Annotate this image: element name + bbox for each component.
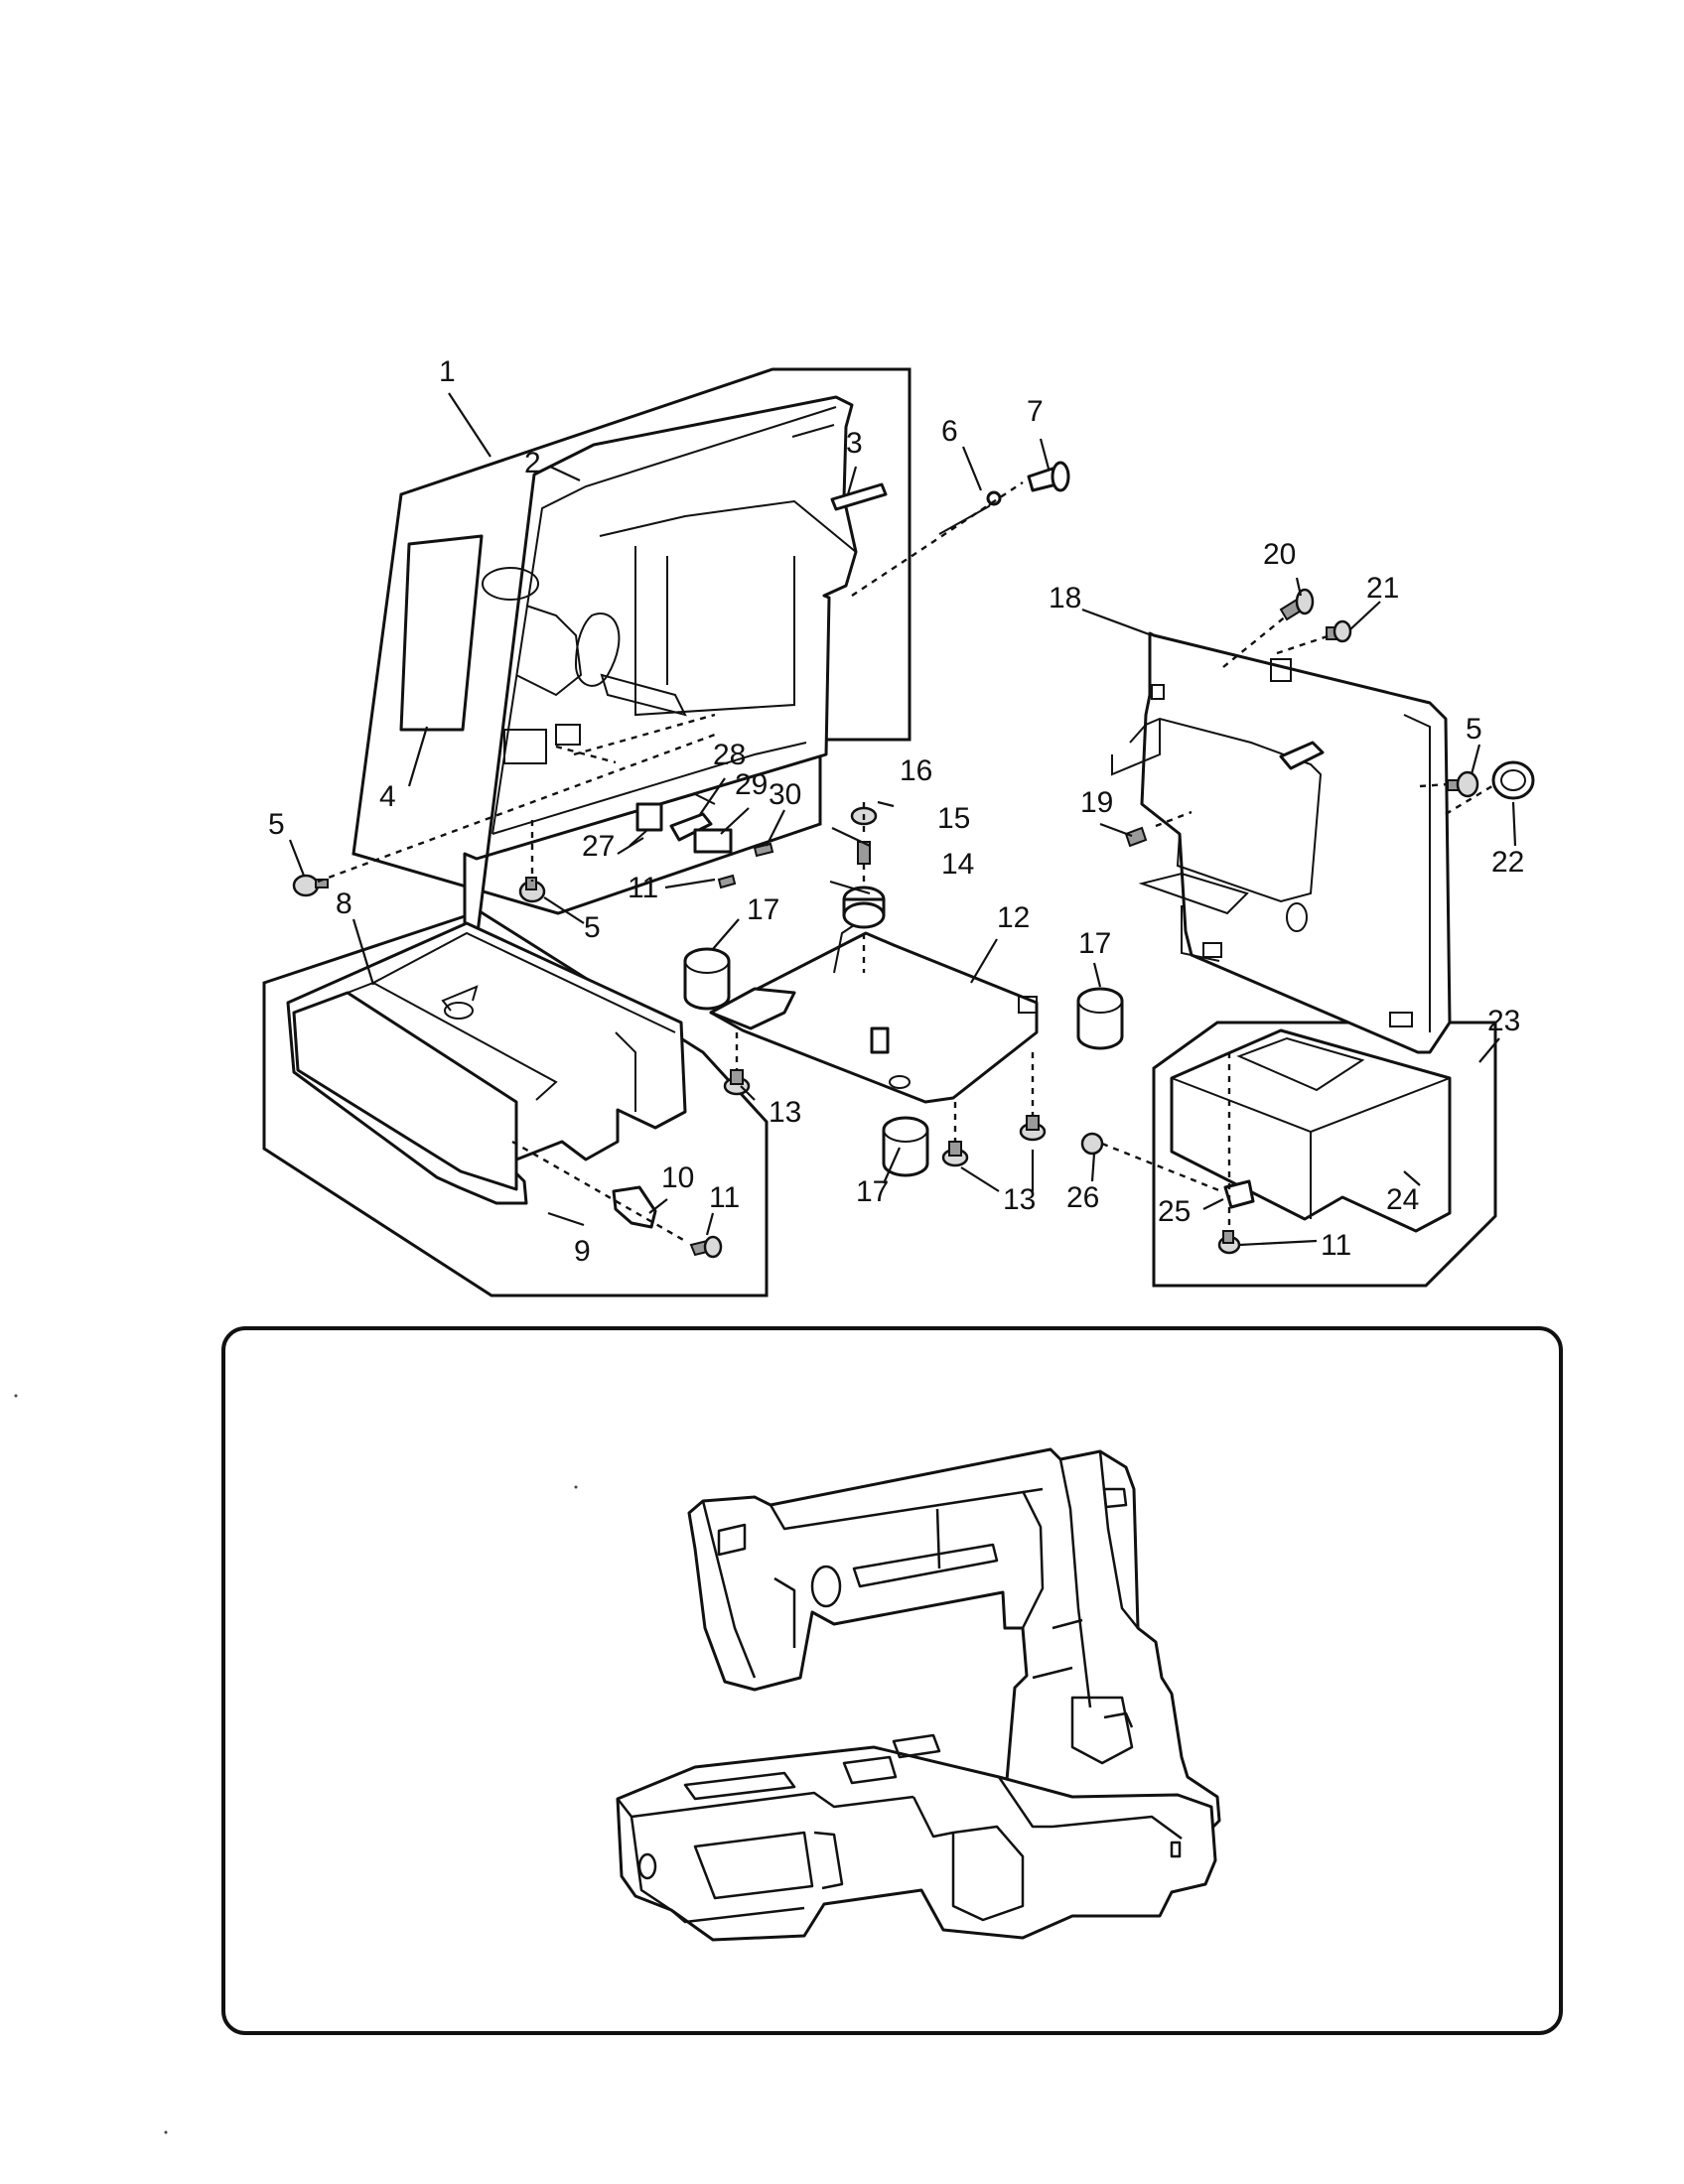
part-3-slide [830, 482, 888, 511]
bed-cover-part [286, 921, 687, 1205]
callout-27: 27 [582, 830, 615, 863]
assembly-line-6-7 [851, 480, 1024, 598]
part-11-screw-bottom [1217, 1230, 1241, 1255]
part-5-screw-left [292, 874, 329, 897]
part-27-switch [629, 802, 663, 847]
scan-speck [14, 1394, 18, 1398]
part-22-cap [1491, 760, 1535, 800]
part-13-foot-b [941, 1141, 969, 1167]
callout-28: 28 [713, 739, 746, 771]
front-cover-part [399, 395, 858, 1039]
callout-15: 15 [937, 802, 970, 835]
callout-26: 26 [1066, 1181, 1099, 1214]
part-11-screw-front [717, 874, 737, 889]
scan-speck [574, 1485, 578, 1489]
callout-11-bottom: 11 [1321, 1229, 1351, 1262]
assembly-line-bottom [1101, 1052, 1231, 1231]
part-17-foot-b [1076, 987, 1124, 1050]
callout-14: 14 [941, 848, 974, 881]
callout-22: 22 [1491, 846, 1524, 879]
callout-12: 12 [997, 901, 1030, 934]
callout-5-bottom: 5 [584, 911, 601, 944]
machine-body-panel [221, 1326, 1563, 2035]
part-7-screw [1027, 461, 1070, 492]
part-20-screw [1279, 588, 1315, 621]
part-21-screw [1326, 619, 1352, 643]
assembly-line-bed [511, 1140, 686, 1243]
callout-4: 4 [379, 780, 396, 813]
callout-23: 23 [1487, 1005, 1520, 1037]
rear-cover-part [1111, 631, 1452, 1054]
bottom-cover-part [1170, 1028, 1452, 1233]
part-11-screw-bed [689, 1235, 723, 1259]
group-outline-bottom-cover [1152, 1021, 1497, 1288]
callout-5-left: 5 [268, 808, 285, 841]
callout-6: 6 [941, 415, 958, 448]
machine-body-casting [616, 1447, 1221, 1942]
callout-8: 8 [336, 887, 352, 920]
callout-7: 7 [1027, 395, 1044, 428]
part-10-bracket [612, 1185, 657, 1229]
callout-11-front: 11 [628, 872, 658, 904]
callout-17-b: 17 [1078, 927, 1111, 960]
callout-1: 1 [439, 355, 456, 388]
leader-lines [288, 392, 1517, 1247]
callout-13-b: 13 [1003, 1183, 1036, 1216]
callout-21: 21 [1366, 572, 1399, 605]
part-26-screw [1080, 1132, 1104, 1156]
callout-29: 29 [735, 768, 768, 801]
callout-11-bed: 11 [709, 1181, 740, 1214]
assembly-line-inner-front [555, 713, 716, 764]
assembly-line-base-plate [735, 802, 1035, 1142]
callout-13-a: 13 [769, 1096, 801, 1129]
callout-17-c: 17 [856, 1175, 889, 1208]
callout-17-a: 17 [747, 893, 779, 926]
callout-10: 10 [661, 1161, 694, 1194]
callout-16: 16 [900, 754, 932, 787]
part-5-screw-rear [1447, 770, 1479, 798]
callout-18: 18 [1049, 582, 1081, 614]
callout-25: 25 [1158, 1195, 1191, 1228]
part-28-holder [669, 812, 713, 842]
group-outline-bed-cover [262, 909, 769, 1297]
part-14-cushion [842, 886, 886, 929]
assembly-line-rear [1155, 614, 1496, 828]
base-plate-part [709, 924, 1039, 1104]
part-30-screw [753, 842, 774, 858]
part-13-foot-a [723, 1069, 751, 1096]
callout-5-rear: 5 [1466, 713, 1482, 746]
callout-30: 30 [769, 778, 801, 811]
callout-labels: 1 2 3 4 5 5 5 6 7 8 9 10 11 11 11 12 13 … [268, 355, 1524, 1268]
callout-20: 20 [1263, 538, 1296, 571]
part-17-foot-a [683, 947, 731, 1011]
callout-9: 9 [574, 1235, 591, 1268]
part-19-screw [1124, 826, 1148, 848]
part-6-spring [938, 490, 1002, 535]
part-29-holder [693, 828, 733, 854]
callout-3: 3 [846, 427, 863, 460]
callout-24: 24 [1386, 1183, 1419, 1216]
part-13-foot-c [1019, 1115, 1047, 1142]
callout-2: 2 [524, 447, 541, 479]
callout-19: 19 [1080, 786, 1113, 819]
part-17-foot-c [882, 1116, 929, 1177]
scan-speck [164, 2130, 168, 2134]
